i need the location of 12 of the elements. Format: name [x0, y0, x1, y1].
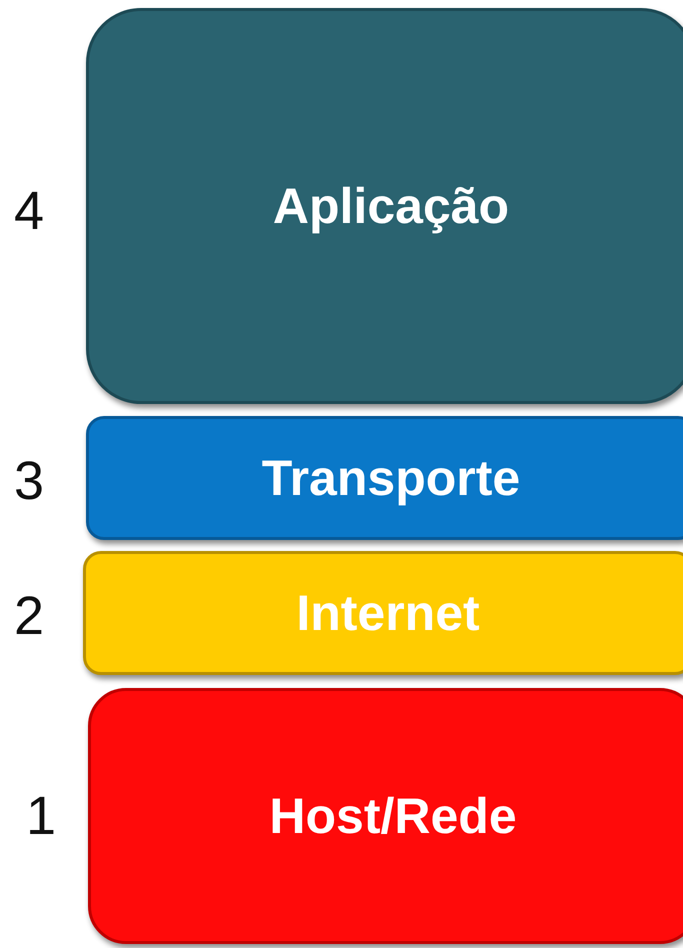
layer-box: [86, 8, 683, 404]
layer-number: 3: [14, 450, 44, 512]
layer-label: Host/Rede: [269, 787, 517, 845]
layer-box: [88, 688, 683, 944]
layer-number: 1: [26, 785, 56, 847]
layer-box: [83, 551, 683, 675]
layer-number: 2: [14, 585, 44, 647]
layer-label: Aplicação: [272, 177, 510, 235]
layer-label: Internet: [296, 584, 480, 642]
layer-number: 4: [14, 180, 44, 242]
layer-label: Transporte: [262, 449, 520, 507]
layer-box: [86, 416, 683, 540]
